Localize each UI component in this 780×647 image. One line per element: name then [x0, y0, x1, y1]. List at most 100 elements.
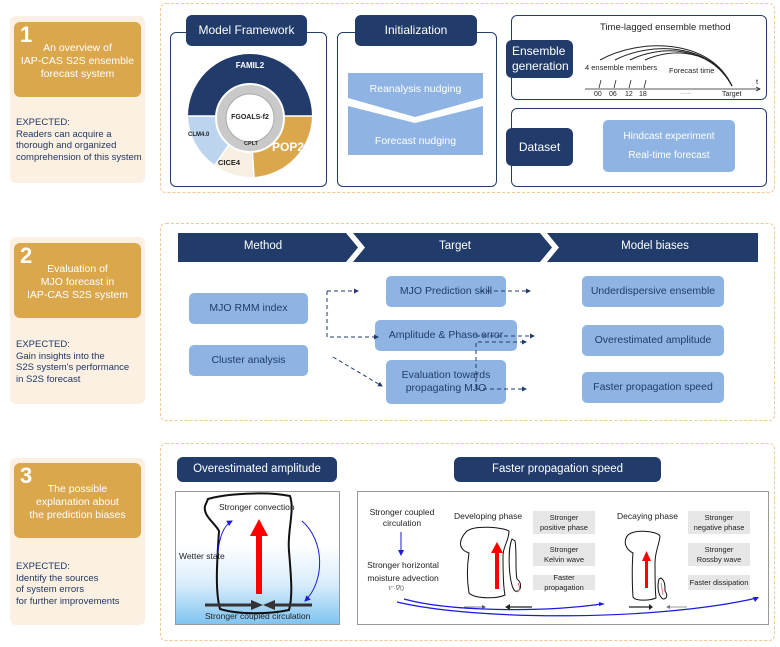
- section-2-expected: EXPECTED: Gain insights into the S2S sys…: [16, 339, 129, 385]
- section-1-container: [160, 3, 775, 193]
- model-framework-diagram: [188, 54, 312, 178]
- section-2-container: [160, 223, 775, 421]
- amplitude-illustration: [203, 492, 321, 615]
- decaying-red-arrow: [642, 551, 651, 588]
- bias-overestimated-amplitude: Overestimated amplitude: [582, 325, 724, 356]
- initialization-title: Initialization: [355, 15, 477, 46]
- label-line: circulation: [382, 518, 422, 528]
- dataset-items-box: Hindcast experiment Real-time forecast: [603, 120, 735, 172]
- label-line: moisture advection: [367, 573, 439, 583]
- pop2-segment: [252, 116, 312, 177]
- label-line: generation: [512, 59, 569, 73]
- title-line: Evaluation of: [47, 263, 108, 275]
- arrow-rmm-to-amplitude: [326, 291, 379, 340]
- box-stronger-negative-phase: Stronger negative phase: [688, 511, 750, 534]
- box-line: negative phase: [693, 522, 745, 532]
- section-1-header: 1 An overview of IAP-CAS S2S ensemble fo…: [14, 22, 141, 97]
- biases-chevron: [547, 233, 758, 262]
- forecast-nudging-shape: [348, 106, 483, 155]
- method-mjo-rmm-index: MJO RMM index: [189, 293, 308, 324]
- box-faster-dissipation: Faster dissipation: [688, 575, 750, 590]
- expected-label: EXPECTED:: [16, 117, 70, 128]
- tick-00: 00: [594, 91, 602, 98]
- expected-label: EXPECTED:: [16, 561, 70, 572]
- developing-red-arrow: [491, 542, 503, 589]
- label-line: Stronger coupled: [369, 507, 435, 517]
- box-stronger-rossby-wave: Stronger Rossby wave: [688, 543, 750, 566]
- developing-phase-label: Developing phase: [454, 511, 523, 521]
- bias-faster-propagation-speed: Faster propagation speed: [582, 372, 724, 403]
- blue-arrow-to-propagation: [403, 598, 603, 611]
- section-3-number: 3: [20, 463, 33, 488]
- section-3-title: The possible explanation about the predi…: [14, 483, 141, 522]
- famil2-label: FAMIL2: [235, 61, 265, 70]
- tick-target: Target: [722, 91, 742, 98]
- title-line: forecast system: [40, 68, 115, 80]
- target-evaluation-propagating-mjo: Evaluation towards propagating MJO: [386, 360, 506, 404]
- coupled-circulation-label: Stronger coupled circulation: [362, 507, 442, 529]
- red-updraft-arrow: [250, 519, 268, 594]
- label-line: Ensemble: [512, 44, 566, 58]
- expected-line: for further improvements: [16, 595, 120, 607]
- propagation-illustration: [396, 526, 759, 617]
- blue-arrow-to-dissipation: [396, 597, 758, 617]
- faster-propagation-title: Faster propagation speed: [454, 457, 661, 482]
- section-1-expected: EXPECTED: Readers can acquire a thorough…: [16, 117, 142, 163]
- box-line: Stronger: [549, 512, 579, 522]
- bias-underdispersive-ensemble: Underdispersive ensemble: [582, 276, 724, 307]
- target-mjo-prediction-skill: MJO Prediction skill: [386, 276, 506, 307]
- section-2-header: 2 Evaluation of MJO forecast in IAP-CAS …: [14, 243, 141, 318]
- lag-arc: [644, 52, 733, 87]
- method-chevron: [178, 233, 358, 262]
- tick-ellipsis: ......: [680, 89, 692, 96]
- section-2-title: Evaluation of MJO forecast in IAP-CAS S2…: [14, 263, 141, 302]
- expected-line: Identify the sources: [16, 572, 99, 584]
- title-line: the prediction biases: [29, 509, 126, 521]
- box-line: Kelvin wave: [543, 554, 585, 564]
- time-lagged-title: Time-lagged ensemble method: [600, 22, 731, 33]
- ensemble-generation-label: Ensemble generation: [506, 40, 573, 78]
- section-2-number: 2: [20, 243, 33, 268]
- evaluation-header-chevrons: [178, 233, 758, 262]
- stronger-convection-label: Stronger convection: [219, 502, 295, 512]
- dataset-item: Real-time forecast: [628, 150, 710, 161]
- reanalysis-nudging-label: Reanalysis nudging: [369, 83, 462, 95]
- decaying-phase-label: Decaying phase: [617, 511, 678, 521]
- moisture-advection-label: Stronger horizontal moisture advection: [360, 559, 446, 585]
- expected-line: S2S system's performance: [16, 362, 130, 373]
- forecast-time-label: Forecast time: [669, 66, 715, 75]
- box-line: Stronger: [549, 544, 579, 554]
- title-line: The possible: [47, 483, 108, 495]
- section-3-expected: EXPECTED: Identify the sources of system…: [16, 561, 119, 607]
- dataset-item: Hindcast experiment: [623, 131, 715, 142]
- label-line: Stronger horizontal: [367, 560, 439, 570]
- expected-label: EXPECTED:: [16, 339, 70, 350]
- pop2-label: POP2: [272, 140, 305, 154]
- overestimated-amplitude-title: Overestimated amplitude: [177, 457, 337, 482]
- section-1-number: 1: [20, 22, 33, 47]
- arrow-cluster-to-propagation: [332, 356, 383, 387]
- cice4-label: CICE4: [218, 158, 241, 167]
- title-line: MJO forecast in: [40, 276, 115, 288]
- circulation-blue-arrow: [301, 520, 321, 602]
- developing-cloud: [460, 526, 510, 599]
- wetter-state-label: Wetter state: [179, 551, 225, 561]
- tick-06: 06: [609, 91, 617, 98]
- clm-label: CLM4.0: [188, 132, 210, 138]
- tick-12: 12: [625, 91, 633, 98]
- box-faster-propagation: Faster propagation: [533, 573, 595, 592]
- method-cluster-analysis: Cluster analysis: [189, 345, 308, 376]
- stronger-circulation-label: Stronger coupled circulation: [205, 611, 311, 621]
- box-line: Stronger: [704, 512, 734, 522]
- section-3-header: 3 The possible explanation about the pre…: [14, 463, 141, 538]
- box-line: Rossby wave: [696, 554, 742, 564]
- expected-line: in S2S forecast: [16, 373, 81, 385]
- forecast-nudging-label: Forecast nudging: [374, 135, 457, 147]
- box-stronger-kelvin-wave: Stronger Kelvin wave: [533, 543, 595, 566]
- expected-line: thorough and organized: [16, 140, 117, 151]
- ensemble-members-label: 4 ensemble members: [585, 63, 658, 72]
- convection-cloud-outline: [203, 492, 293, 615]
- section-1-title: An overview of IAP-CAS S2S ensemble fore…: [14, 42, 141, 81]
- expected-line: Readers can acquire a: [16, 128, 112, 140]
- down-blue-arrow: [398, 532, 404, 556]
